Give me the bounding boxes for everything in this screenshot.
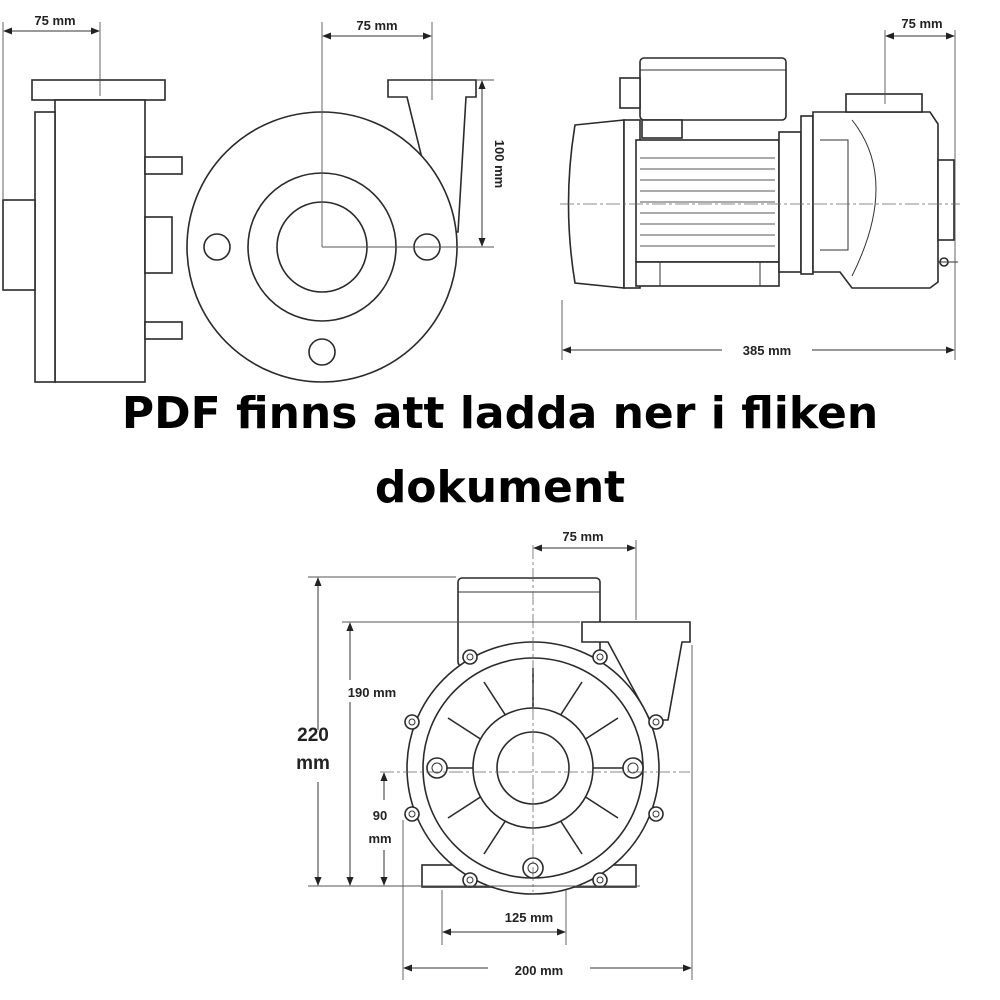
flange-dim-right-label: 100 mm [492, 140, 507, 188]
pump-front-dim-total-label-2: mm [296, 753, 330, 774]
motor-body [635, 139, 780, 263]
flange-bolt-hole-left [203, 233, 231, 261]
pump-front-view: 75 mm 220 mm 190 mm 90 mm 125 mm 200 mm [296, 529, 693, 980]
pump-inlet-flange [937, 159, 955, 241]
front-flange-view: 75 mm 100 mm [186, 18, 507, 383]
pump-front-dim-axis-label-2: mm [368, 831, 391, 846]
motor-feet [635, 261, 780, 287]
side-view-body [54, 99, 146, 383]
flange-outlet-pipe [387, 79, 477, 233]
flange-bolt-hole-bottom [308, 338, 336, 366]
pump-front-outlet [581, 621, 691, 721]
pump-mount-plate [800, 115, 814, 275]
pump-front-dim-inner-label: 190 mm [348, 685, 396, 700]
pump-front-dim-base-inner-label: 125 mm [505, 910, 553, 925]
pdf-download-notice: PDF finns att ladda ner i fliken [121, 388, 879, 439]
motor-side-view: 75 mm 385 mm [560, 16, 960, 360]
pump-front-dim-axis-label-1: 90 [373, 808, 387, 823]
motor-terminal-box [639, 57, 787, 121]
pump-front-ribs [436, 668, 630, 855]
side-view-top-flange [31, 79, 166, 101]
motor-cooling-fins [640, 157, 775, 247]
pump-front-dim-total-label-1: 220 [297, 725, 329, 746]
motor-dim-top-label: 75 mm [901, 16, 942, 31]
side-view: 75 mm [2, 13, 183, 383]
side-view-back-plate [34, 111, 56, 383]
motor-terminal-foot [641, 119, 683, 139]
pdf-download-notice-line2: dokument [374, 462, 626, 513]
motor-dim-length-label: 385 mm [743, 343, 791, 358]
pump-front-dim-top-label: 75 mm [562, 529, 603, 544]
flange-dim-top-label: 75 mm [356, 18, 397, 33]
side-view-port-lower [144, 321, 183, 340]
side-view-motor-stub [2, 199, 36, 291]
pump-front-bolts [404, 649, 664, 888]
side-view-port-upper [144, 156, 183, 175]
side-view-dim-label: 75 mm [34, 13, 75, 28]
motor-cable-gland [619, 77, 641, 109]
motor-coupling [778, 131, 802, 273]
pump-outlet [845, 93, 923, 113]
side-view-port-middle [144, 216, 173, 274]
pump-front-dim-base-outer-label: 200 mm [515, 963, 563, 978]
